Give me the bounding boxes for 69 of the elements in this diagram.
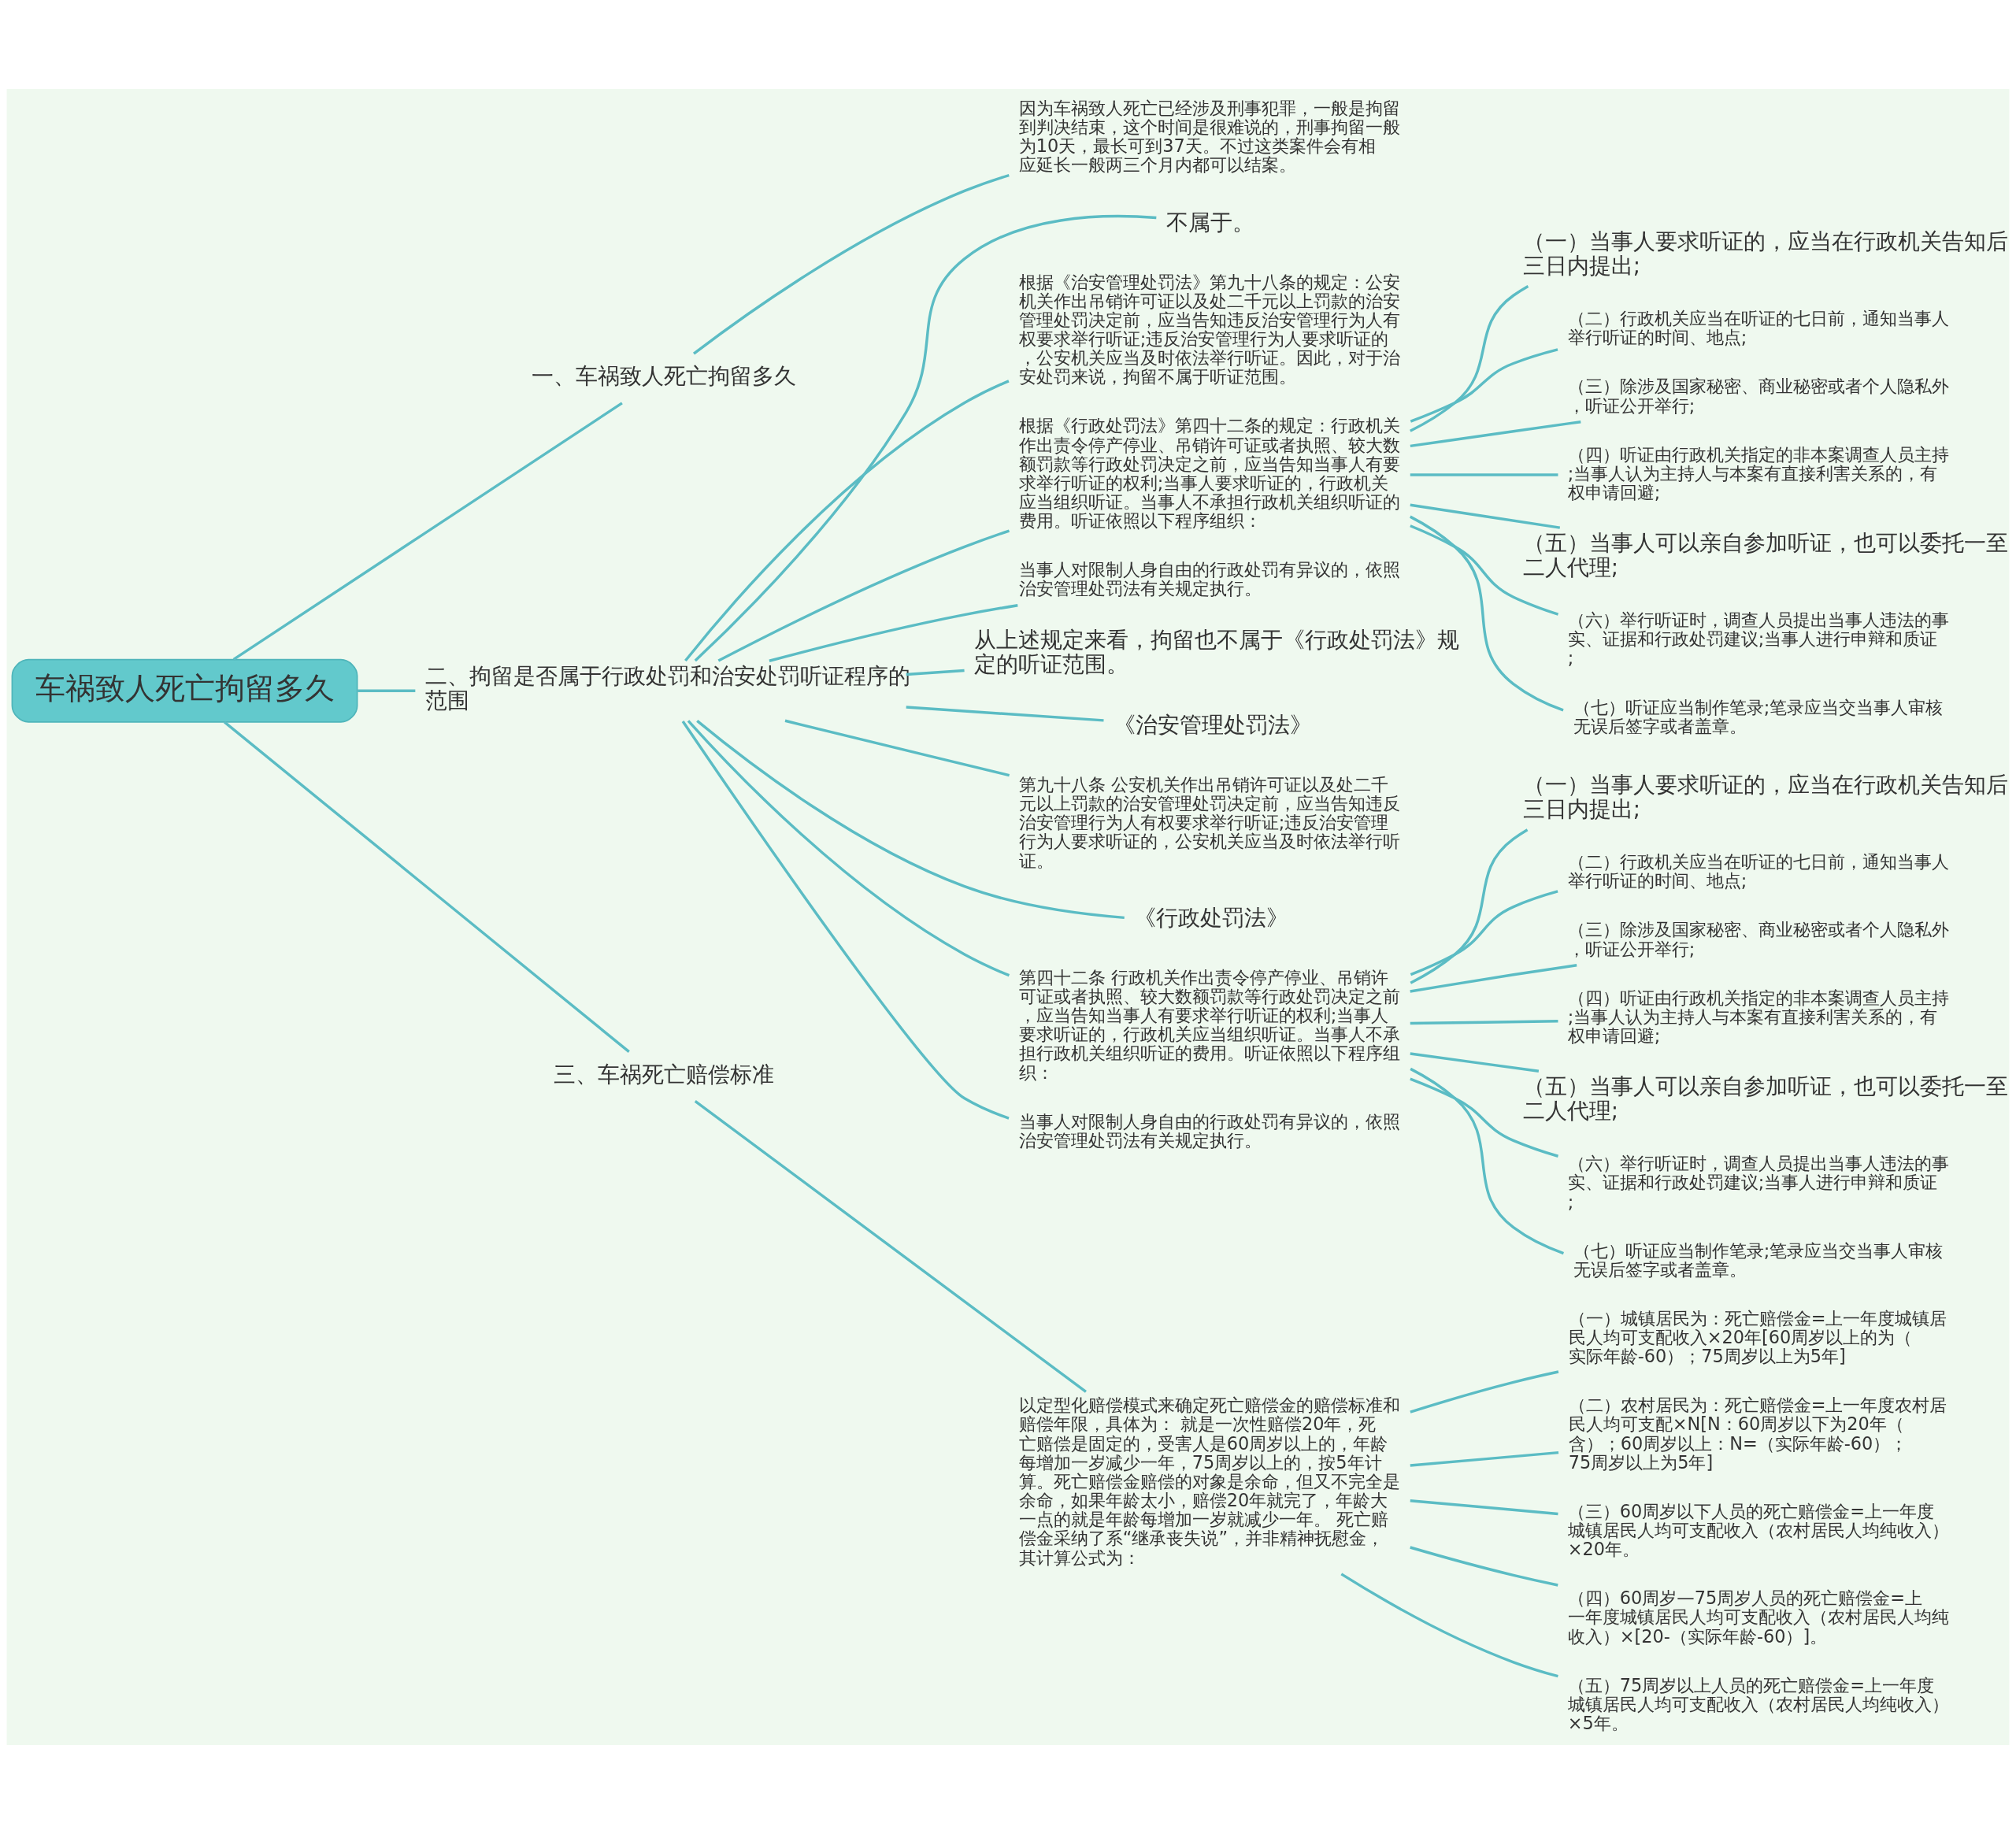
connector (1410, 1499, 1558, 1516)
node-text: 第四十二条 行政机关作出责令停产停业、吊销许可证或者执照、较大数额罚款等行政处罚决定之前，应当告知当事人有要求举行听证的权利;当事人要求听证的，行政机关应当组织听证。当事人不承担行政机关组织听证的费用。听证依照以下程序组织： (1018, 966, 1400, 1083)
node-text: （三）60周岁以下人员的死亡赔偿金=上一年度城镇居民人均可支配收入（农村居民人均纯收入）×20年。 (1567, 1500, 1949, 1560)
node-text: （一）当事人要求听证的，应当在行政机关告知后三日内提出; (1522, 772, 2008, 823)
connector (684, 380, 1010, 662)
connector (1410, 828, 1529, 984)
connector (1410, 348, 1558, 423)
connector (1410, 1546, 1558, 1587)
connector (223, 721, 630, 1053)
connector (694, 1099, 1087, 1393)
connector (681, 721, 1010, 1120)
connector (1410, 964, 1577, 993)
connector (906, 669, 965, 676)
node-text: （五）当事人可以亲自参加听证，也可以委托一至二人代理; (1522, 530, 2008, 581)
connector (1410, 1077, 1559, 1158)
connector (1410, 1451, 1559, 1467)
node-text: （四）听证由行政机关指定的非本案调查人员主持;当事人认为主持人与本案有直接利害关系的，有权申请回避; (1567, 987, 1949, 1047)
node-text: （一）城镇居民为：死亡赔偿金=上一年度城镇居民人均可支配收入×20年[60周岁以上的为（实际年龄-60）；75周岁以上为5年] (1568, 1307, 1947, 1367)
node-text: 因为车祸致人死亡已经涉及刑事犯罪，一般是拘留到判决结束，这个时间是很难说的，刑事拘留一般为10天，最长可到37天。不过这类案件会有相应延长一般两三个月内都可以结案。 (1018, 97, 1400, 176)
node-text: （五）当事人可以亲自参加听证，也可以委托一至二人代理; (1522, 1073, 2008, 1124)
node-text: （四）听证由行政机关指定的非本案调查人员主持;当事人认为主持人与本案有直接利害关系的，有权申请回避; (1567, 443, 1949, 502)
node-text: 从上述规定来看，拘留也不属于《行政处罚法》规定的听证范围。 (973, 626, 1459, 677)
node-text: 根据《治安管理处罚法》第九十八条的规定：公安机关作出吊销许可证以及处二千元以上罚款的治安管理处罚决定前，应当告知违反治安管理行为人有权要求举行听证;违反治安管理行为人要求听证的，公安机关应当及时依法举行听证。因此，对于治安处罚来说，拘留不属于听证范围。 (1018, 271, 1400, 387)
node-box: 车祸致人死亡拘留多久 (11, 658, 358, 723)
node-text: （七）听证应当制作笔录;笔录应当交当事人审核无误后签字或者盖章。 (1573, 1239, 1944, 1280)
connector (696, 720, 1125, 920)
node-text: （五）75周岁以上人员的死亡赔偿金=上一年度城镇居民人均可支配收入（农村居民人均纯收入）×5年。 (1567, 1674, 1949, 1733)
node-text: （二）农村居民为：死亡赔偿金=上一年度农村居民人均可支配×N[N：60周岁以下为20年（含）；60周岁以上：N=（实际年龄-60）；75周岁以上为5年] (1568, 1395, 1947, 1473)
connector (1410, 524, 1559, 616)
node-text: （二）行政机关应当在听证的七日前，通知当事人举行听证的时间、地点; (1567, 851, 1949, 891)
connector (906, 706, 1104, 722)
connector (1410, 503, 1561, 529)
connector (1409, 515, 1564, 712)
connector (1410, 890, 1558, 976)
node-text: 一、车祸致人死亡拘留多久 (532, 363, 797, 390)
connector (693, 173, 1010, 355)
connector (784, 719, 1010, 777)
connector (1410, 1052, 1540, 1073)
node-text: 当事人对限制人身自由的行政处罚有异议的，依照治安管理处罚法有关规定执行。 (1018, 1110, 1400, 1150)
node-text: 当事人对限制人身自由的行政处罚有异议的，依照治安管理处罚法有关规定执行。 (1018, 559, 1400, 599)
node-text: （二）行政机关应当在听证的七日前，通知当事人举行听证的时间、地点; (1567, 308, 1949, 348)
node-text: （六）举行听证时，调查人员提出当事人违法的事实、证据和行政处罚建议;当事人进行申辩和质证; (1567, 1153, 1949, 1212)
node-text: 以定型化赔偿模式来确定死亡赔偿金的赔偿标准和赔偿年限，具体为： 就是一次性赔偿20年，死亡赔偿是固定的，受害人是60周岁以上的，年龄每增加一岁减少一年，75周岁以上的，按5年计算。死亡赔偿金赔偿的对象是余命，但又不完全是余命，如果年龄太小，赔偿20年就完了，年龄大一点的就是年龄每增加一岁就减少一年。 死亡赔偿金采纳了系“继承丧失说”，并非精神抚慰金，其计算公式为： (1018, 1395, 1400, 1568)
node-text: 《行政处罚法》 (1134, 905, 1289, 932)
connector (1410, 421, 1581, 448)
node-text: 不属于。 (1166, 209, 1254, 236)
connector (1410, 284, 1529, 432)
node-text: （六）举行听证时，调查人员提出当事人违法的事实、证据和行政处罚建议;当事人进行申辩和质证; (1567, 609, 1949, 669)
node-text: 二、拘留是否属于行政处罚和治安处罚听证程序的范围 (424, 663, 910, 714)
connector (1410, 1370, 1559, 1413)
node-text: 根据《行政处罚法》第四十二条的规定：行政机关作出责令停产停业、吊销许可证或者执照、较大数额罚款等行政处罚决定之前，应当告知当事人有要求举行听证的权利;当事人要求听证的，行政机关应当组织听证。当事人不承担行政机关组织听证的费用。听证依照以下程序组织： (1018, 415, 1400, 532)
node-text: （三）除涉及国家秘密、商业秘密或者个人隐私外，听证公开举行; (1567, 919, 1949, 959)
connector (717, 529, 1010, 662)
connector (1340, 1573, 1558, 1678)
connector (1410, 1020, 1558, 1025)
node-text: 三、车祸死亡赔偿标准 (553, 1061, 774, 1087)
connector (694, 214, 1157, 662)
node-text: 《治安管理处罚法》 (1113, 712, 1312, 739)
connector (1410, 1067, 1564, 1255)
node-text: （三）除涉及国家秘密、商业秘密或者个人隐私外，听证公开举行; (1567, 376, 1949, 416)
connector (358, 689, 416, 692)
node-text: 第九十八条 公安机关作出吊销许可证以及处二千元以上罚款的治安管理处罚决定前，应当告知违反治安管理行为人有权要求举行听证;违反治安管理行为人要求听证的，公安机关应当及时依法举行听证。 (1018, 773, 1400, 871)
connector (1410, 473, 1558, 476)
connector (769, 603, 1018, 662)
connector (232, 402, 623, 661)
node-text: （四）60周岁—75周岁人员的死亡赔偿金=上一年度城镇居民人均可支配收入（农村居民人均纯收入）×[20-（实际年龄-60）]。 (1567, 1588, 1949, 1647)
connector (687, 720, 1010, 977)
node-text: （七）听证应当制作笔录;笔录应当交当事人审核无误后签字或者盖章。 (1573, 696, 1944, 736)
node-text: （一）当事人要求听证的，应当在行政机关告知后三日内提出; (1522, 228, 2008, 280)
